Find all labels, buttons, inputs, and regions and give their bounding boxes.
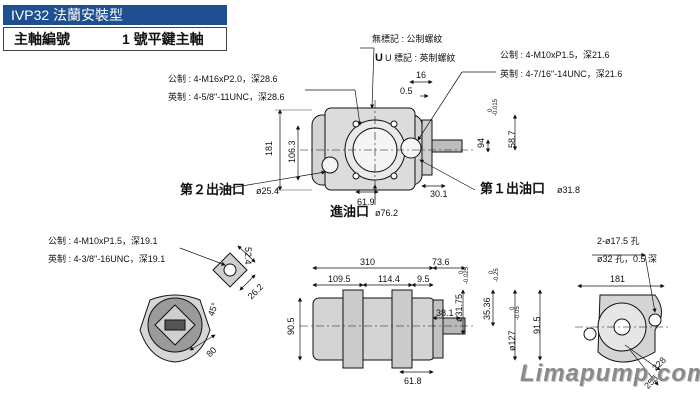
dim-7-94: 94 bbox=[476, 138, 486, 148]
body-rib-1 bbox=[342, 289, 364, 369]
bolt-hole bbox=[352, 120, 360, 128]
top-texts: 無標記 : 公制螺紋 U U 標記 : 英制螺紋 公制 : 4-M16xP2.0… bbox=[168, 33, 622, 219]
bottom-side-texts: 310 73.6 109.5 114.4 9.5 90.5 ø31.75 0 -… bbox=[286, 257, 542, 386]
note-bottom-left-metric: 公制 : 4-M10xP1.5，深19.1 bbox=[48, 235, 158, 246]
bottom-side-view bbox=[300, 289, 475, 369]
dim-310: 310 bbox=[360, 257, 375, 267]
dim-58-7: 58.7 bbox=[507, 130, 517, 148]
body-rib-2 bbox=[391, 289, 413, 369]
port-outlet2-size: ø25.4 bbox=[256, 186, 279, 196]
dim-38-1: 38.1 bbox=[436, 308, 454, 318]
bolt-hole bbox=[390, 172, 398, 180]
dim-106-3: 106.3 bbox=[287, 140, 297, 163]
dim-26-2: 26.2 bbox=[246, 282, 265, 301]
dim-127-tol-b: -0.05 bbox=[515, 306, 521, 320]
dim-9-5: 9.5 bbox=[417, 274, 430, 284]
mount-hole-left bbox=[583, 327, 597, 341]
note-top-left-imperial: 英制 : 4-5/8"-11UNC，深28.6 bbox=[168, 91, 285, 102]
dim-31-75-tol-b: -0.025 bbox=[464, 266, 470, 284]
model-title: IVP32 法蘭安裝型 bbox=[3, 5, 227, 25]
note-top-right-imperial: 英制 : 4-7/16"-14UNC，深21.6 bbox=[500, 68, 622, 79]
port-inlet-label: 進油口 bbox=[330, 204, 369, 219]
dim-35-36-tol-b: -0.25 bbox=[494, 268, 500, 282]
dim-31-75-tol-a: 0 bbox=[459, 270, 465, 274]
dim-35-36: 35.36 bbox=[482, 297, 492, 320]
dim-181-end: 181 bbox=[610, 274, 625, 284]
shaft-top bbox=[431, 139, 463, 153]
key-slot bbox=[164, 319, 186, 331]
bottom-side-leaders bbox=[297, 265, 543, 375]
dim-35-36-tol-a: 0 bbox=[489, 270, 495, 274]
bolt-hole bbox=[390, 120, 398, 128]
bottom-left-texts: 公制 : 4-M10xP1.5，深19.1 英制 : 4-3/8"-16UNC，… bbox=[48, 235, 265, 359]
dim-16: 16 bbox=[416, 70, 426, 80]
port-outlet1-label: 第１出油口 bbox=[480, 181, 545, 196]
bolt-hole bbox=[352, 172, 360, 180]
outlet2-port-circle bbox=[321, 156, 339, 174]
dim-0-5: 0.5 bbox=[400, 86, 413, 96]
dim-45-deg: 45° bbox=[206, 301, 220, 318]
dim-109-5: 109.5 bbox=[328, 274, 351, 284]
top-leaders bbox=[217, 47, 518, 205]
dim-80: 80 bbox=[204, 345, 218, 359]
model-header: IVP32 法蘭安裝型 主軸編號 1 號平鍵主軸 bbox=[3, 5, 227, 51]
note-holes: 2-ø17.5 孔 bbox=[597, 236, 640, 246]
shaft-info-box: 主軸編號 1 號平鍵主軸 bbox=[3, 27, 227, 51]
note-holes-depth: ø32 孔，0.5 深 bbox=[597, 254, 657, 264]
dim-31-75: ø31.75 bbox=[454, 294, 464, 322]
dim-30-1: 30.1 bbox=[430, 189, 448, 199]
shaft-value: 1 號平鍵主軸 bbox=[122, 31, 204, 47]
port-outlet2-label: 第２出油口 bbox=[180, 182, 245, 197]
dim-114-4: 114.4 bbox=[378, 274, 400, 284]
note-top-left-metric: 公制 : 4-M16xP2.0，深28.6 bbox=[168, 73, 278, 84]
outlet1-port-circle bbox=[400, 137, 422, 159]
top-front-view bbox=[300, 100, 475, 200]
dim-90-5: 90.5 bbox=[286, 317, 296, 335]
shaft-label: 主軸編號 bbox=[14, 31, 70, 47]
port-bore-small bbox=[223, 263, 237, 277]
note-no-mark: 無標記 : 公制螺紋 bbox=[372, 33, 443, 44]
watermark-text: Limapump.com bbox=[520, 360, 700, 387]
dim-7-94-tol-b: -0.015 bbox=[493, 98, 499, 116]
dim-181: 181 bbox=[264, 141, 274, 156]
note-bottom-left-imperial: 英制 : 4-3/8"-16UNC，深19.1 bbox=[48, 253, 165, 264]
dim-127: ø127 bbox=[507, 330, 517, 351]
bottom-left-leaders bbox=[179, 245, 256, 351]
dim-73-6: 73.6 bbox=[432, 257, 450, 267]
dim-91-5: 91.5 bbox=[532, 316, 542, 334]
port-outlet1-size: ø31.8 bbox=[557, 185, 580, 195]
flange-top bbox=[421, 119, 433, 176]
dim-61-8: 61.8 bbox=[404, 376, 422, 386]
note-u-mark: U 標記 : 英制螺紋 bbox=[385, 52, 456, 63]
bottom-right-leaders bbox=[577, 252, 665, 386]
port-inlet-size: ø76.2 bbox=[375, 208, 398, 218]
mount-hole-right bbox=[648, 313, 662, 327]
dim-7-94-tol-a: 0 bbox=[488, 108, 494, 112]
dim-52-4: 52.4 bbox=[243, 247, 253, 265]
pump-body-side bbox=[312, 297, 436, 361]
dim-61-9: 61.9 bbox=[357, 197, 375, 207]
dim-127-tol-a: 0 bbox=[510, 306, 516, 310]
note-u-letter: U bbox=[375, 52, 383, 64]
bottom-right-view bbox=[575, 294, 670, 363]
note-top-right-metric: 公制 : 4-M10xP1.5，深21.6 bbox=[500, 49, 610, 60]
bottom-left-view bbox=[139, 252, 248, 363]
